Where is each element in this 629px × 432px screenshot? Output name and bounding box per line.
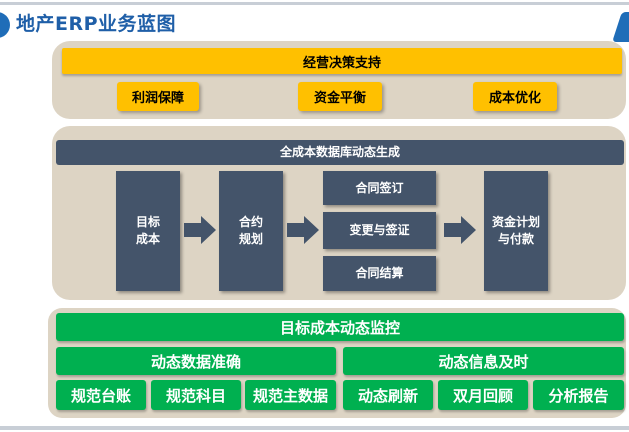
right-arrow-icon xyxy=(444,216,476,244)
database-title: 全成本数据库动态生成 xyxy=(56,140,624,165)
decision-item-fund-balance: 资金平衡 xyxy=(298,82,382,111)
top-divider xyxy=(0,2,629,5)
contract-sign-box: 合同签订 xyxy=(323,171,436,205)
item-standard-master-data: 规范主数据 xyxy=(245,380,336,410)
item-dynamic-refresh: 动态刷新 xyxy=(343,380,433,410)
contract-settle-box: 合同结算 xyxy=(323,256,436,291)
item-analysis-report: 分析报告 xyxy=(533,380,624,410)
fund-plan-box: 资金计划 与付款 xyxy=(484,171,548,291)
right-arrow-icon xyxy=(287,216,319,244)
contract-plan-box: 合约 规划 xyxy=(219,171,283,291)
monitor-title: 目标成本动态监控 xyxy=(56,313,624,341)
data-accuracy-title: 动态数据准确 xyxy=(56,347,336,375)
bottom-divider xyxy=(0,426,629,430)
item-bimonthly-review: 双月回顾 xyxy=(438,380,528,410)
left-tab-decoration xyxy=(0,12,10,38)
target-cost-box: 目标 成本 xyxy=(116,171,180,291)
decision-title: 经营决策支持 xyxy=(62,48,622,74)
page-title: 地产ERP业务蓝图 xyxy=(16,13,177,35)
info-timely-title: 动态信息及时 xyxy=(343,347,624,375)
decision-item-cost-optimize: 成本优化 xyxy=(473,82,557,111)
change-visa-box: 变更与签证 xyxy=(323,212,436,249)
title-bar xyxy=(0,0,629,44)
item-standard-subject: 规范科目 xyxy=(151,380,241,410)
decision-item-profit: 利润保障 xyxy=(117,82,199,111)
right-arrow-icon xyxy=(184,216,216,244)
item-standard-ledger: 规范台账 xyxy=(56,380,146,410)
